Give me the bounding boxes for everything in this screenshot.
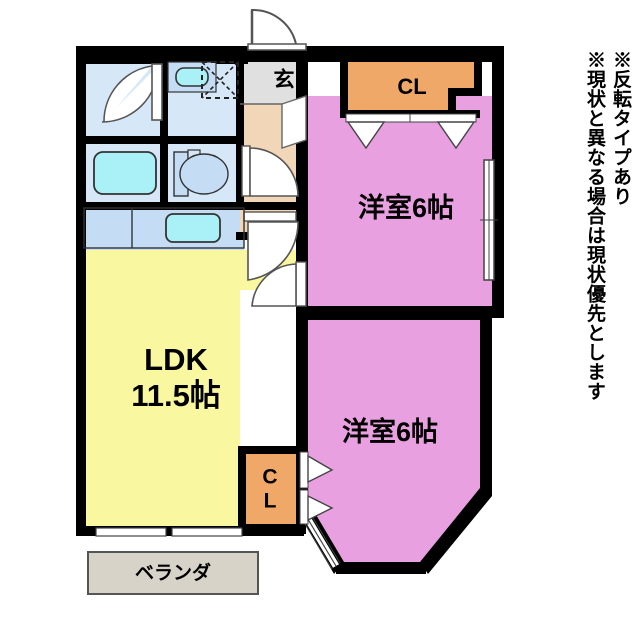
ldk-room1-door-swing [251,263,297,307]
wall-closet-upper-right [474,56,482,96]
toilet-bowl [179,153,229,195]
bath-door-arc [103,65,153,123]
label-washitsu-2: 洋室6帖 [342,416,438,447]
wall-chamfer-bottom-right [420,488,492,574]
wall-water-right [236,62,244,210]
ldk-room1-door-leaf [295,261,307,307]
washitsu-1-floor-fill [306,96,492,308]
wall-closet-lower-left [238,446,246,532]
closet-lower-door-track-2 [299,489,309,525]
washing-machine-space [201,61,239,99]
entrance-shoe-box [281,95,307,149]
washing-machine-space-x2 [201,61,239,99]
closet-lower-door-fold-top [307,454,334,484]
hall-ldk-door-leaf [243,211,297,222]
bathtub [93,151,157,195]
wall-hall-left [236,202,308,210]
wall-bath-divider-v [160,54,168,208]
wall-kitchen-bottom [76,246,84,250]
label-entrance: 玄 [274,68,295,92]
washing-machine-space-x1 [201,61,239,99]
closet-upper-door-track [345,113,477,123]
wall-closet-upper-left [340,56,348,114]
window-lower-room-chamfer-d [301,518,333,570]
label-washitsu-1: 洋室6帖 [358,192,454,223]
closet-upper-fill [346,62,478,112]
veranda-door-right [171,527,243,537]
washitsu-2-floor-fill [306,320,482,564]
label-closet-upper: CL [397,74,426,99]
label-closet-lower-l: L [264,490,277,513]
closet-lower-door-fold-bottom [307,494,334,522]
wall-bath-divider-h [84,136,160,144]
closet-lower-door-track [299,451,309,489]
wall-right-lower [480,306,492,496]
window-lower-room-chamfer-c [309,512,341,564]
wall-toilet-divider-h [168,136,242,144]
label-ldk-name: LDK [144,342,208,377]
hall-ldk-door-arc [247,221,299,281]
closet-lower-fill [244,452,300,530]
washbasin-bowl [175,67,209,87]
kitchen-counter-outline [83,207,245,249]
entrance-door-swing [251,8,297,45]
kitchen-sink [165,213,221,243]
label-veranda: ベランダ [135,561,211,584]
veranda-door-left [95,527,167,537]
entrance-tile-fill [240,58,306,104]
toilet-door-swing [249,147,299,197]
wall-closet-upper-step-v [448,88,456,116]
wall-bottom-lower-room [336,562,426,574]
wall-water-bottom [76,202,244,210]
closet-upper-door-fold-right [436,121,476,150]
wall-closet-lower-top [238,446,306,454]
note-current-condition-priority: ※現状と異なる場合は現状優先とします [584,50,605,401]
window-lower-room-chamfer-b [305,515,337,567]
wall-between-rooms [296,306,492,320]
bath-door-leaf [151,63,163,121]
note-reversed-type: ※反転タイプあり [610,50,631,206]
label-closet-lower-c: C [262,466,277,489]
entrance-door-frame [247,43,307,51]
wall-top-right [306,46,504,62]
toilet-door-leaf [241,145,251,197]
wall-right-upper [492,46,504,316]
veranda-fill [87,551,259,595]
wall-hall-room [296,62,308,238]
wall-left-outer [76,46,86,536]
wall-closet-lower-bottom [238,524,306,534]
wall-closet-upper-step [448,88,480,96]
label-ldk-size: 11.5帖 [131,378,221,413]
closet-upper-door-fold-left [346,121,386,150]
